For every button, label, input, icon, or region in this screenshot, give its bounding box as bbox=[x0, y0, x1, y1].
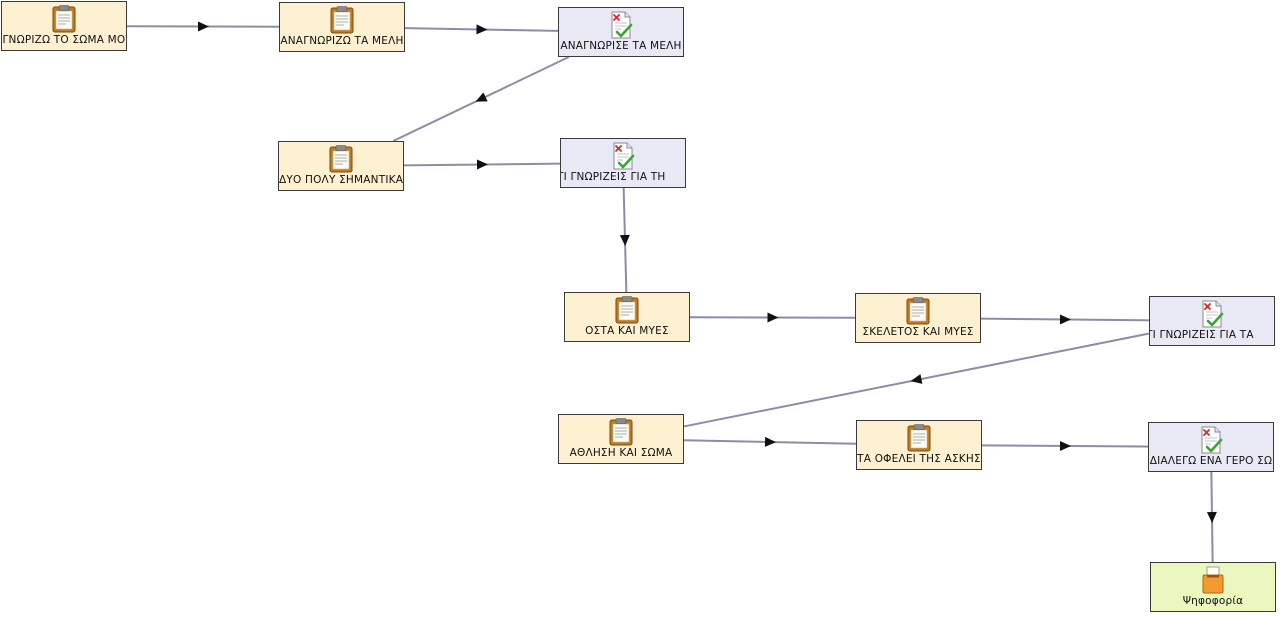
activity-node-n6[interactable]: ΟΣΤΑ ΚΑΙ ΜΥΕΣ bbox=[564, 292, 690, 342]
activity-node-n4[interactable]: ΔΥΟ ΠΟΛΥ ΣΗΜΑΝΤΙΚΑ bbox=[278, 141, 404, 191]
clipboard-icon bbox=[615, 296, 639, 324]
quiz-node-n11[interactable]: ΔΙΑΛΕΓΩ ΕΝΑ ΓΕΡΟ ΣΩ bbox=[1148, 422, 1274, 472]
node-label: ΑΝΑΓΝΩΡΙΣΕ ΤΑ ΜΕΛΗ bbox=[560, 40, 682, 52]
node-label: ΑΝΑΓΝΩΡΙΖΩ ΤΟ ΣΩΜΑ ΜΟΥ bbox=[2, 34, 126, 46]
edge-arrow bbox=[767, 312, 779, 323]
edge-arrow bbox=[1206, 511, 1217, 523]
edge-arrow bbox=[1059, 440, 1071, 451]
quiz-sheet-icon bbox=[1199, 426, 1223, 454]
node-label: ΔΙΑΛΕΓΩ ΕΝΑ ΓΕΡΟ ΣΩ bbox=[1149, 455, 1273, 467]
quiz-sheet-icon bbox=[1200, 300, 1224, 328]
clipboard-icon bbox=[329, 145, 353, 173]
clipboard-icon bbox=[52, 5, 76, 33]
edge-arrow bbox=[910, 374, 923, 384]
node-label: ΟΣΤΑ ΚΑΙ ΜΥΕΣ bbox=[585, 325, 669, 337]
quiz-sheet-icon bbox=[609, 11, 633, 39]
quiz-node-n3[interactable]: ΑΝΑΓΝΩΡΙΣΕ ΤΑ ΜΕΛΗ bbox=[558, 7, 684, 57]
edge-arrow bbox=[764, 436, 776, 447]
activity-node-n1[interactable]: ΑΝΑΓΝΩΡΙΖΩ ΤΟ ΣΩΜΑ ΜΟΥ bbox=[1, 1, 127, 51]
activity-node-n10[interactable]: ΤΑ ΟΦΕΛΕΙ ΤΗΣ ΑΣΚΗΣ bbox=[856, 420, 982, 470]
clipboard-icon bbox=[609, 418, 633, 446]
edge-arrow bbox=[476, 159, 488, 170]
node-label: ΔΥΟ ΠΟΛΥ ΣΗΜΑΝΤΙΚΑ bbox=[279, 174, 404, 186]
edge-arrow bbox=[476, 24, 488, 35]
ballot-box-icon bbox=[1201, 566, 1225, 594]
node-label: ΤΙ ΓΝΩΡΙΖΕΙΣ ΓΙΑ ΤΑ bbox=[1149, 329, 1254, 341]
node-label: ΤΙ ΓΝΩΡΙΖΕΙΣ ΓΙΑ ΤΗ bbox=[560, 171, 666, 183]
quiz-node-n8[interactable]: ΤΙ ΓΝΩΡΙΖΕΙΣ ΓΙΑ ΤΑ bbox=[1149, 296, 1275, 346]
clipboard-icon bbox=[906, 297, 930, 325]
vote-node-n12[interactable]: Ψηφοφορία bbox=[1150, 562, 1276, 612]
node-label: Ψηφοφορία bbox=[1182, 595, 1244, 607]
node-label: ΑΝΑΓΝΩΡΙΖΩ ΤΑ ΜΕΛΗ bbox=[280, 35, 404, 47]
activity-node-n7[interactable]: ΣΚΕΛΕΤΟΣ ΚΑΙ ΜΥΕΣ bbox=[855, 293, 981, 343]
edge-arrow bbox=[619, 234, 630, 246]
activity-node-n2[interactable]: ΑΝΑΓΝΩΡΙΖΩ ΤΑ ΜΕΛΗ bbox=[279, 2, 405, 52]
quiz-node-n5[interactable]: ΤΙ ΓΝΩΡΙΖΕΙΣ ΓΙΑ ΤΗ bbox=[560, 138, 686, 188]
node-label: ΣΚΕΛΕΤΟΣ ΚΑΙ ΜΥΕΣ bbox=[862, 326, 974, 338]
activity-node-n9[interactable]: ΑΘΛΗΣΗ ΚΑΙ ΣΩΜΑ bbox=[558, 414, 684, 464]
edge-arrow bbox=[475, 92, 488, 102]
node-label: ΤΑ ΟΦΕΛΕΙ ΤΗΣ ΑΣΚΗΣ bbox=[857, 453, 981, 465]
quiz-sheet-icon bbox=[611, 142, 635, 170]
clipboard-icon bbox=[330, 6, 354, 34]
clipboard-icon bbox=[907, 424, 931, 452]
edge-arrow bbox=[1059, 314, 1071, 325]
edge-arrow bbox=[197, 21, 209, 32]
node-label: ΑΘΛΗΣΗ ΚΑΙ ΣΩΜΑ bbox=[569, 447, 673, 459]
